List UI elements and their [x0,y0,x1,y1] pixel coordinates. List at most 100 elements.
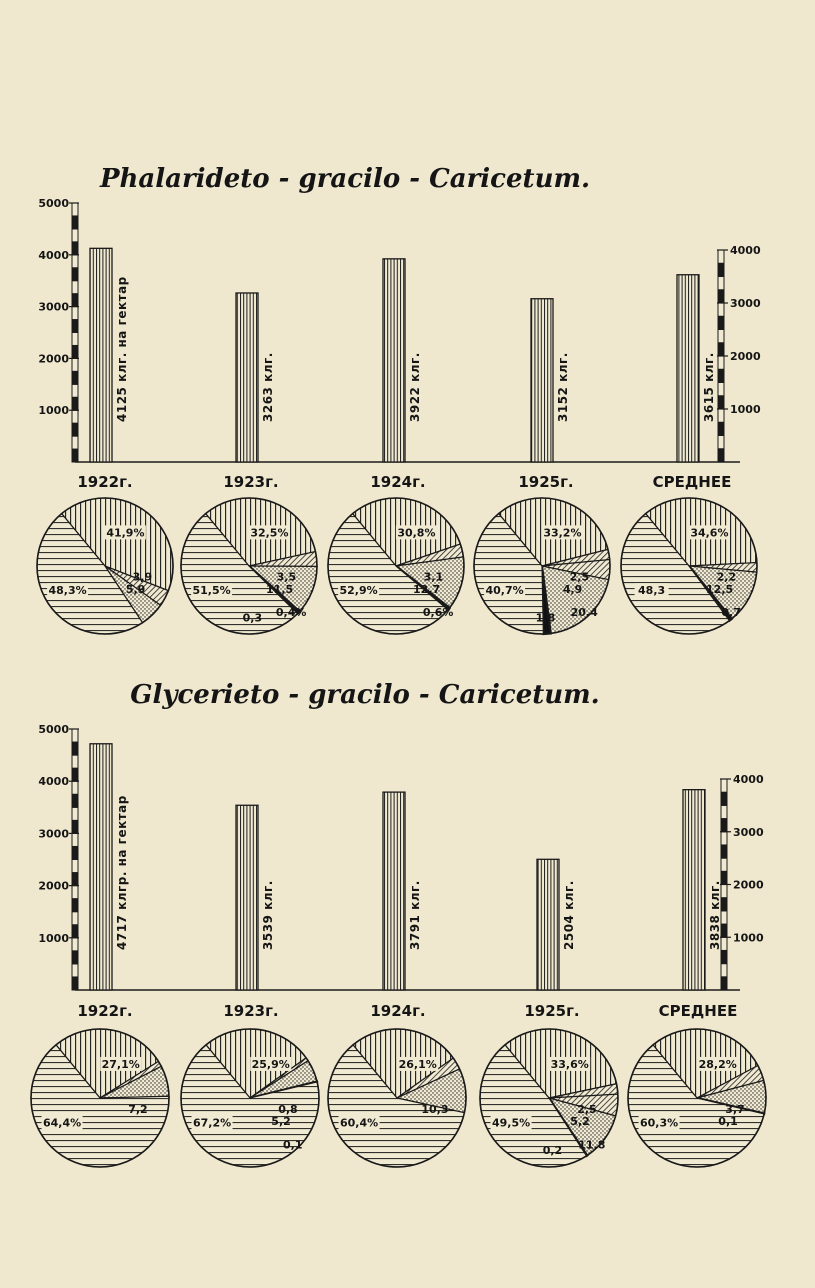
bar-2 [382,258,406,463]
bar-2 [382,791,406,991]
left-axis-segment [71,845,79,861]
pie-label-bg [338,1115,380,1130]
right-tick-label: 4000 [733,773,764,786]
pie-label-bg [541,525,583,540]
left-axis-segment [71,344,79,359]
right-tick-label: 4000 [730,244,761,257]
category-label: 1922г. [77,1002,132,1020]
pie-label: 11,5 [266,583,293,596]
pie-outline [36,497,174,635]
pie-label: 30,8% [397,526,435,539]
right-axis-segment [720,857,728,872]
right-tick-label: 1000 [733,931,764,944]
pie-outline [327,497,465,635]
pie-label: 5,9 [126,583,146,596]
chart-title: Glycerieto - gracilo - Caricetum. [130,680,599,710]
pie-label-bg [338,583,380,598]
pie-label: 12,7 [413,583,440,596]
pie-label: 2,2 [717,571,737,584]
left-axis-segment [71,319,79,333]
right-axis-segment [717,368,725,383]
bar-3 [530,298,554,463]
pie-label: 2,5 [577,1103,597,1116]
left-tick-label: 5000 [38,723,69,736]
pie-label: 1,8 [536,611,556,624]
pie-label-bg [697,1056,739,1071]
pie-label: 51,5% [193,584,231,597]
right-axis-segment [720,831,728,846]
pie-label: 40,7% [486,584,524,597]
left-axis-segment [71,293,79,308]
pie-label: 48,3% [49,584,87,597]
pie-label: 41,9% [106,526,144,539]
bar-0 [89,743,113,991]
pie-label: 67,2% [193,1117,231,1130]
bar-value-label: 3838 клг. [708,880,722,950]
bar-value-label: 3263 клг. [261,352,275,422]
pie-label-bg [634,583,669,598]
pie-label-bg [638,1115,680,1130]
right-axis-segment [720,976,728,991]
pie-label-bg [100,1056,142,1071]
pie-label: 28,2% [699,1058,737,1071]
pie-label: 3,7 [725,1103,745,1116]
left-axis-segment [71,448,79,463]
left-axis-segment [71,306,79,321]
category-label: 1923г. [223,1002,278,1020]
category-label: СРЕДНЕЕ [653,473,732,491]
pie-label: 25,9% [252,1058,290,1071]
bar-3 [536,858,560,991]
pie-label-bg [191,583,233,598]
right-axis-segment [717,435,725,450]
right-axis-segment [720,791,728,806]
pie-label: 0,1 [718,1115,738,1128]
pie-label: 11,8 [578,1139,605,1152]
bar-value-label: 4717 клгр. на гектар [115,795,129,950]
left-axis-segment [71,767,79,782]
pie-label-bg [490,1115,532,1130]
left-tick-label: 1000 [38,932,69,945]
right-axis-segment [717,249,725,264]
right-axis-segment [717,302,725,317]
left-axis-segment [71,241,79,256]
left-axis-segment [71,937,79,952]
pie-label: 3,9 [133,571,153,584]
left-axis-segment [71,793,79,808]
pie-label-bg [397,1056,439,1071]
left-tick-label: 1000 [38,404,69,417]
category-label: 1924г. [370,473,425,491]
left-axis-segment [71,383,79,398]
right-axis-segment [717,276,725,291]
left-axis-segment [71,228,79,243]
bar-1 [235,292,259,463]
category-label: 1925г. [518,473,573,491]
pie-label: 27,1% [102,1058,140,1071]
right-tick-label: 1000 [730,403,761,416]
left-tick-label: 2000 [38,880,69,893]
left-axis-segment [71,202,79,217]
right-axis-segment [717,262,725,277]
pie-label: 0,7 [721,606,741,619]
bar-value-label: 4125 клг. на гектар [115,276,129,422]
left-axis-segment [71,254,79,269]
left-axis-segment [71,819,79,834]
left-tick-label: 4000 [38,775,69,788]
category-label: 1922г. [77,473,132,491]
left-axis-segment [71,215,79,230]
category-label: 1924г. [370,1002,425,1020]
pie-outline [620,497,758,635]
left-axis-segment [71,370,79,385]
left-axis-segment [71,754,79,769]
pie-label: 0,4% [276,606,307,619]
left-axis-segment [71,885,79,900]
left-axis-segment [71,435,79,450]
left-axis-segment [71,806,79,821]
left-axis-segment [71,741,79,756]
right-axis-segment [720,949,728,965]
left-axis-segment [71,267,79,282]
pie-label: 60,4% [340,1117,378,1130]
left-axis-segment [71,780,79,795]
right-axis-segment [720,844,728,859]
pie-label: 10,3 [421,1103,448,1116]
